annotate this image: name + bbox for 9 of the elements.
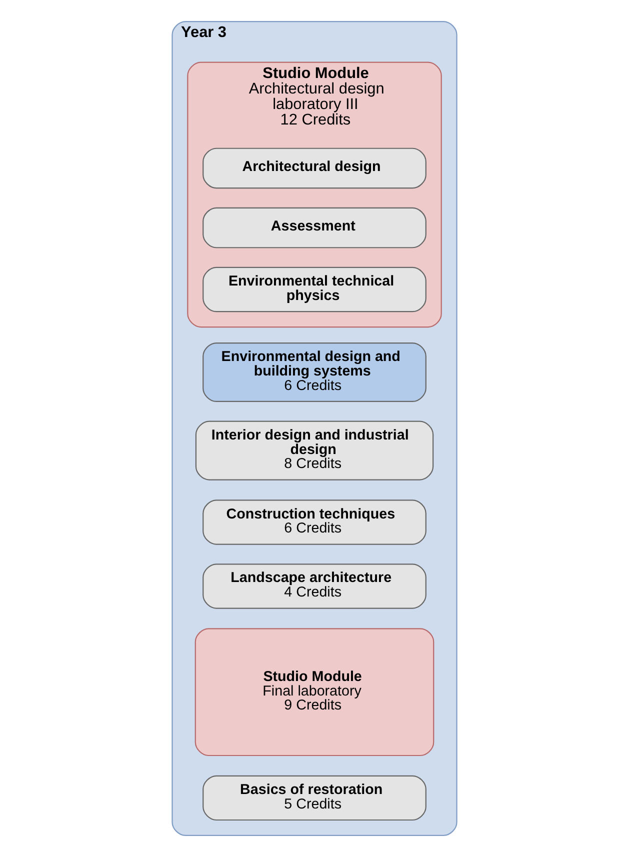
node-box: Environmental design and building systems 6 Credits (202, 342, 426, 402)
node-box: Interior design and industrial design 8 Credits (195, 420, 434, 480)
node-box: Architectural design (202, 148, 426, 189)
node-box: Assessment (202, 207, 426, 248)
node-box: Landscape architecture 4 Credits (202, 564, 426, 609)
node-box: Basics of restoration 5 Credits (202, 775, 426, 821)
node-box: Environmental technical physics (202, 266, 426, 312)
node-box: Studio Module Final laboratory 9 Credits (194, 628, 434, 756)
node-box: Construction techniques 6 Credits (202, 500, 426, 545)
